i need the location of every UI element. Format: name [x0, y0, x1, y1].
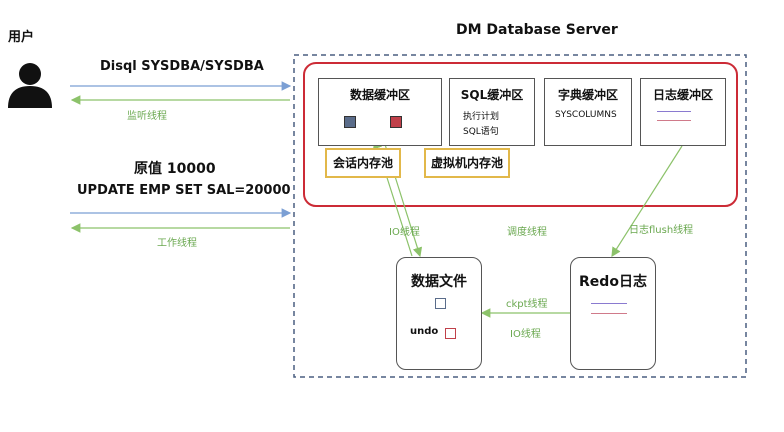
- vm-memory-pool: 虚拟机内存池: [424, 148, 510, 178]
- ckpt-thread-label: ckpt线程: [506, 299, 548, 310]
- scheduler-thread-label: 调度线程: [507, 227, 547, 238]
- undo-block: [445, 328, 456, 339]
- log-buffer-title: 日志缓冲区: [652, 88, 713, 102]
- user-label: 用户: [8, 30, 35, 45]
- server-title: DM Database Server: [456, 22, 618, 38]
- undo-label: undo: [410, 326, 439, 337]
- original-value: 原值 10000: [134, 161, 216, 177]
- data-file: 数据文件 undo: [396, 257, 482, 370]
- log-line-2: [657, 120, 691, 121]
- redo-line-2: [591, 313, 627, 314]
- redo-log: Redo日志: [570, 257, 656, 370]
- sql-buffer-statement: SQL语句: [463, 127, 499, 137]
- redo-line-1: [591, 303, 627, 304]
- work-thread-label: 工作线程: [157, 238, 197, 249]
- sql-buffer-plan: 执行计划: [463, 112, 500, 122]
- dict-buffer: 字典缓冲区 SYSCOLUMNS: [544, 78, 632, 146]
- data-block-blue: [344, 116, 356, 128]
- memory-area-border: [303, 62, 738, 207]
- update-sql: UPDATE EMP SET SAL=20000: [77, 183, 291, 198]
- sql-buffer: SQL缓冲区 执行计划 SQL语句: [449, 78, 535, 146]
- user-icon: [8, 63, 52, 108]
- data-file-block: [435, 298, 446, 309]
- listen-thread-label: 监听线程: [127, 111, 167, 122]
- sql-buffer-title: SQL缓冲区: [460, 88, 524, 102]
- data-block-red: [390, 116, 402, 128]
- log-buffer: 日志缓冲区: [640, 78, 726, 146]
- data-buffer: 数据缓冲区: [318, 78, 442, 146]
- data-file-title: 数据文件: [411, 274, 467, 290]
- io-thread-label-2: IO线程: [510, 329, 541, 340]
- redo-log-title: Redo日志: [579, 274, 647, 290]
- log-flush-arrow: [611, 145, 683, 258]
- login-command: Disql SYSDBA/SYSDBA: [100, 59, 264, 74]
- session-memory-pool: 会话内存池: [325, 148, 401, 178]
- dict-buffer-title: 字典缓冲区: [557, 88, 618, 102]
- server-boundary: [293, 54, 747, 378]
- log-flush-thread-label: 日志flush线程: [629, 225, 694, 236]
- dict-buffer-content: SYSCOLUMNS: [555, 110, 617, 120]
- io-thread-label: IO线程: [389, 227, 420, 238]
- log-line-1: [657, 111, 691, 112]
- data-buffer-title: 数据缓冲区: [349, 88, 410, 102]
